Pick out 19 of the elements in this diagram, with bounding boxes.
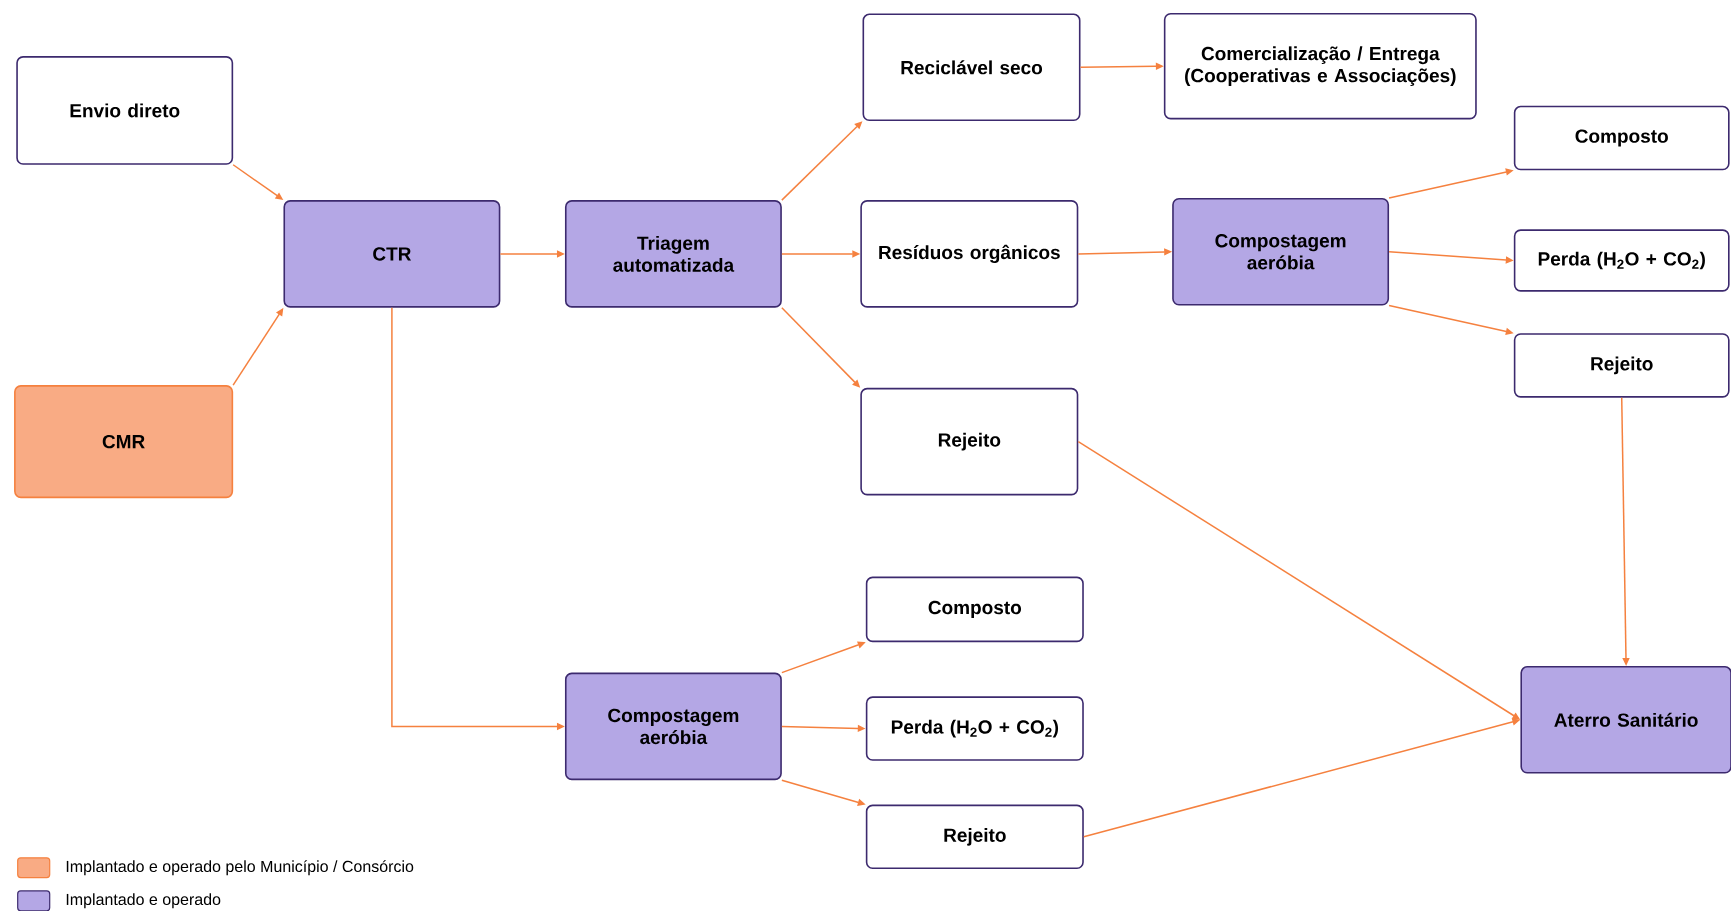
process-box: Perda (H$_{2}$O + CO$_{2}$) (865, 696, 1084, 761)
process-box: Triagem automatizada (564, 200, 782, 308)
process-box: Resíduos orgânicos (860, 200, 1079, 308)
process-box: Envio direto (16, 56, 234, 165)
process-box: Rejeito (865, 804, 1084, 870)
process-box: Perda (H$_{2}$O + CO$_{2}$) (1513, 229, 1730, 292)
process-box: Rejeito (860, 387, 1079, 496)
legend-text: Implantado e operado pelo Município / Consórcio (66, 860, 414, 876)
process-box: Compostagem aeróbia (1172, 197, 1390, 306)
process-box: Compostagem aeróbia (564, 672, 782, 781)
process-box: Aterro Sanitário (1520, 666, 1731, 774)
process-box: Composto (1513, 105, 1730, 171)
process-box: Reciclável seco (862, 13, 1081, 122)
process-box: Rejeito (1513, 333, 1730, 398)
legend-text: Implantado e operado (66, 893, 221, 909)
process-box: Composto (865, 576, 1084, 643)
process-box: Comercialização / Entrega (Cooperativas e Associações) (1163, 12, 1477, 120)
process-box: CMR (14, 385, 234, 499)
process-box: CTR (283, 200, 501, 308)
